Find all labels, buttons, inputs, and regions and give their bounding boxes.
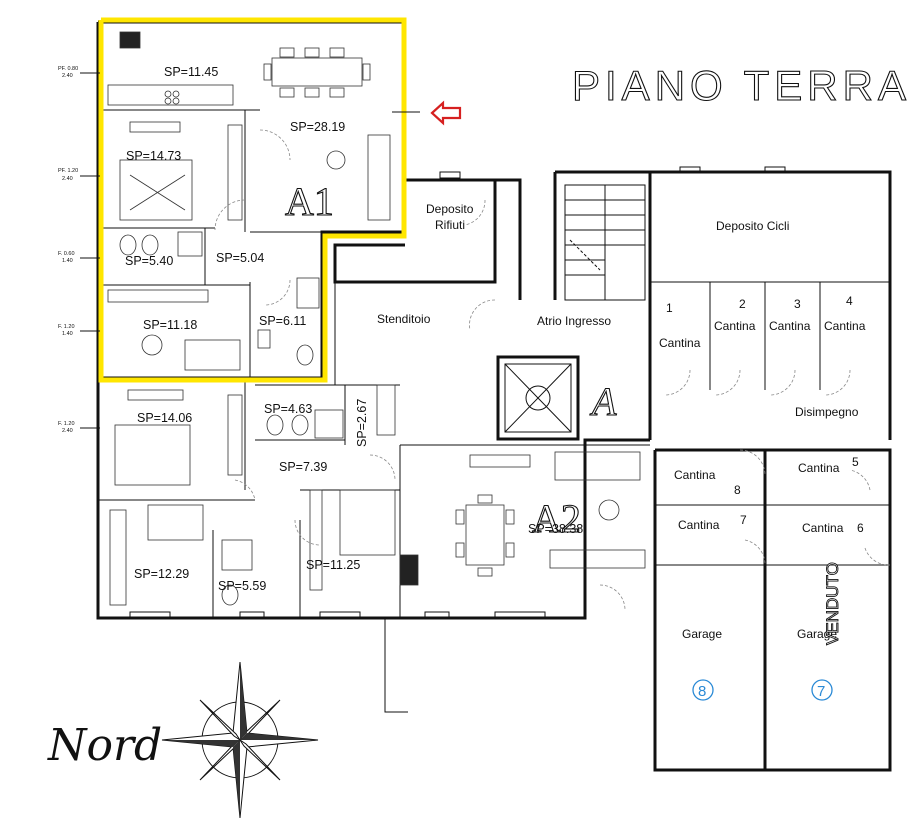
entrance-arrow-icon	[430, 100, 462, 126]
cantina-8-label: Cantina	[674, 468, 716, 482]
sp-bath2-a2: SP=5.59	[218, 579, 266, 593]
sp-living-a1: SP=28.19	[290, 120, 345, 134]
sp-bed1-a1: SP=14.73	[126, 149, 181, 163]
disimpegno-label: Disimpegno	[795, 405, 859, 419]
window-strips	[80, 72, 786, 619]
cantina-6-label: Cantina	[802, 521, 844, 535]
window-tag-text: 2.40	[62, 176, 73, 182]
cantina-4-label: Cantina	[824, 319, 866, 333]
window-tags: PF. 0.80 2.40 PF. 1.20 2.40 F. 0.60 1.40…	[58, 66, 78, 434]
cantina-5-label: Cantina	[798, 461, 840, 475]
sp-living-a2: SP=38.38	[528, 522, 583, 536]
venduto-stamp: VENDUTO	[823, 562, 842, 645]
sp-bath1-a2: SP=4.63	[264, 402, 312, 416]
cantina-2-label: Cantina	[714, 319, 756, 333]
door-swings	[214, 129, 891, 611]
cantina-1-label: Cantina	[659, 336, 701, 350]
window-tag-text: PF. 1.20	[58, 168, 78, 174]
deposito-rifiuti-line2: Rifiuti	[435, 218, 465, 232]
walls	[96, 20, 892, 772]
cantina-5-num: 5	[852, 455, 859, 469]
cantina-7-num: 7	[740, 513, 747, 527]
unit-a2-label: A2	[532, 496, 581, 541]
window-tag-text: 2.40	[62, 428, 73, 434]
sp-hall-a2: SP=7.39	[279, 460, 327, 474]
unit-a1-label: A1	[285, 179, 334, 224]
cantine: 1 Cantina 2 Cantina 3 Cantina 4 Cantina …	[659, 294, 866, 535]
garage-7-label: Garage	[797, 627, 837, 641]
cantina-1-num: 1	[666, 301, 673, 315]
window-tag-text: 2.40	[62, 73, 73, 79]
cantina-8-num: 8	[734, 483, 741, 497]
cantina-6-num: 6	[857, 521, 864, 535]
cantina-3-num: 3	[794, 297, 801, 311]
north-label: Nord	[47, 720, 162, 771]
garages: Garage 8 Garage 7	[682, 627, 837, 701]
garage-7-num: 7	[817, 683, 825, 700]
window-tag-text: PF. 0.80	[58, 66, 78, 72]
sp-bed1-a2: SP=14.06	[137, 411, 192, 425]
atrio-label: Atrio Ingresso	[537, 314, 611, 328]
window-tag-text: 1.40	[62, 258, 73, 264]
cantina-7-label: Cantina	[678, 518, 720, 532]
window-tag-text: F. 1.20	[58, 324, 75, 330]
garage-8-badge	[692, 679, 714, 701]
sp-bed2-a1: SP=11.18	[143, 318, 197, 332]
garage-8-label: Garage	[682, 627, 722, 641]
stenditoio-label: Stenditoio	[377, 312, 431, 326]
window-tag-text: 1.40	[62, 331, 73, 337]
deposito-rifiuti-line1: Deposito	[426, 202, 474, 216]
window-tag-text: F. 0.60	[58, 251, 75, 257]
sp-bed3-a2: SP=11.25	[306, 558, 360, 572]
stair-a-label: A	[589, 379, 617, 424]
plan-title: PIANO TERRA	[572, 62, 910, 109]
cantina-4-num: 4	[846, 294, 853, 308]
deposito-cicli-label: Deposito Cicli	[716, 219, 789, 233]
window-tag-text: F. 1.20	[58, 421, 75, 427]
sp-vert-a2: SP=2.67	[355, 399, 369, 447]
compass-rose-icon	[161, 661, 319, 819]
cantina-3-label: Cantina	[769, 319, 811, 333]
sp-bed2-a2: SP=12.29	[134, 567, 189, 581]
sp-hall-a1: SP=5.04	[216, 251, 264, 265]
cantina-2-num: 2	[739, 297, 746, 311]
garage-7-badge	[811, 679, 833, 701]
sp-bath1-a1: SP=5.40	[125, 254, 173, 268]
a1-highlight	[98, 17, 407, 383]
sp-bath2-a1: SP=6.11	[259, 314, 306, 328]
furniture	[107, 31, 646, 606]
garage-8-num: 8	[698, 683, 706, 700]
sp-kitchen-a1: SP=11.45	[164, 65, 218, 79]
